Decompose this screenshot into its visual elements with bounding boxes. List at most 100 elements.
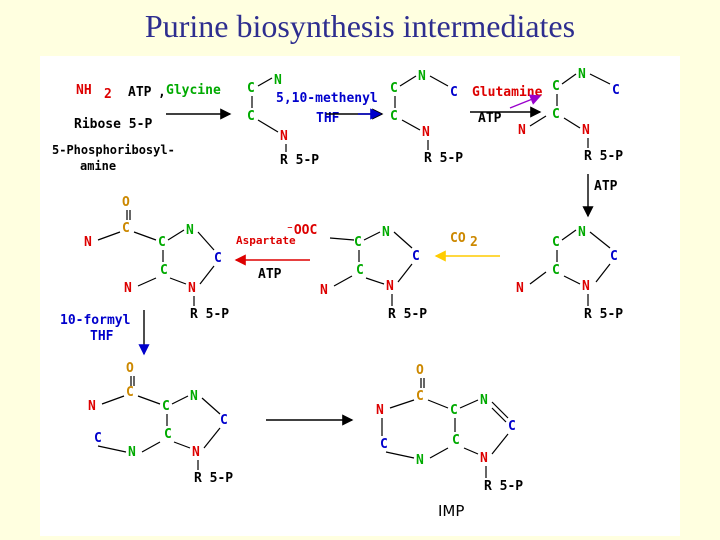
pathway-diagram: NH 2 Ribose 5-P 5-Phosphoribosyl- amine …: [52, 67, 623, 520]
step2-arrow-group: 5,10-methenyl THF: [276, 91, 384, 126]
atom-n: N: [124, 281, 132, 296]
page-title: Purine biosynthesis intermediates: [144, 8, 576, 44]
step1-atp-label: ATP: [128, 85, 152, 100]
compound-air: C N C C N N R 5-P: [516, 225, 623, 322]
step5-arrow-group: CO 2: [434, 231, 500, 262]
atom-c: C: [94, 431, 102, 446]
atom-c: C: [610, 249, 618, 264]
atom-c: C: [390, 81, 398, 96]
atom-c: C: [354, 235, 362, 250]
compound-imp: O C N C N C C C N N R 5-P IMP: [376, 363, 523, 520]
step1-comma: ,: [158, 85, 166, 100]
atom-n: N: [382, 225, 390, 240]
compound-phosphoribosylamine: NH 2 Ribose 5-P 5-Phosphoribosyl- amine: [52, 83, 175, 173]
step7-formyl-label: 10-formyl: [60, 313, 130, 328]
prpp-name-line1: 5-Phosphoribosyl-: [52, 143, 175, 157]
atom-c: C: [247, 81, 255, 96]
atom-c: C: [612, 83, 620, 98]
r5p-label: R 5-P: [280, 153, 319, 168]
step1-glycine-label: Glycine: [166, 83, 221, 98]
atom-c: C: [390, 109, 398, 124]
atom-n: N: [320, 283, 328, 298]
atom-n: N: [578, 67, 586, 82]
r5p-label: R 5-P: [424, 151, 463, 166]
imp-label: IMP: [438, 502, 464, 520]
atom-n: N: [582, 123, 590, 138]
atom-c: C: [122, 221, 130, 236]
r5p-label: R 5-P: [388, 307, 427, 322]
atom-c: C: [552, 263, 560, 278]
atom-c: C: [356, 263, 364, 278]
atom-c: C: [220, 413, 228, 428]
carboxylate-label: ⁻OOC: [286, 223, 317, 238]
atom-n: N: [190, 389, 198, 404]
step5-co2-subscript: 2: [470, 235, 478, 250]
atom-c: C: [508, 419, 516, 434]
pathway-panel: NH 2 Ribose 5-P 5-Phosphoribosyl- amine …: [40, 56, 680, 536]
atom-n: N: [192, 445, 200, 460]
r5p-label: R 5-P: [190, 307, 229, 322]
atom-c: C: [214, 251, 222, 266]
atom-n: N: [422, 125, 430, 140]
r5p-label: R 5-P: [584, 149, 623, 164]
r5p-label: R 5-P: [584, 307, 623, 322]
atom-n: N: [416, 453, 424, 468]
step2-methenyl-label: 5,10-methenyl: [276, 91, 378, 106]
atom-c: C: [162, 399, 170, 414]
atom-c: C: [380, 437, 388, 452]
r5p-label: R 5-P: [194, 471, 233, 486]
atom-n: N: [578, 225, 586, 240]
step6-atp-label: ATP: [258, 267, 282, 282]
step2-thf-label: THF: [316, 111, 340, 126]
atom-n: N: [386, 279, 394, 294]
step7-arrow-group: 10-formyl THF: [60, 310, 150, 356]
step4-arrow-group: ATP: [582, 174, 618, 218]
step6-arrow-group: Aspartate ATP: [234, 234, 310, 282]
atom-c: C: [416, 389, 424, 404]
atom-n: N: [376, 403, 384, 418]
atom-c: C: [552, 107, 560, 122]
atom-c: C: [452, 433, 460, 448]
step1-arrow-group: ATP , Glycine: [128, 83, 232, 120]
atom-n: N: [480, 393, 488, 408]
atom-n: N: [88, 399, 96, 414]
atom-c: C: [450, 403, 458, 418]
compound-fgar: C N C C N R 5-P: [390, 69, 463, 166]
step4-atp-label: ATP: [594, 179, 618, 194]
compound-gar: C N C N R 5-P: [247, 73, 319, 168]
step3-atp-label: ATP: [478, 111, 502, 126]
step3-glutamine-label: Glutamine: [472, 85, 543, 100]
compound-fgam: C N C C N N R 5-P: [518, 67, 623, 164]
step7-thf-label: THF: [90, 329, 114, 344]
compound-cair: ⁻OOC C N C C N N R 5-P: [286, 223, 427, 322]
atom-c: C: [158, 235, 166, 250]
atom-n: N: [188, 281, 196, 296]
atom-c: C: [160, 263, 168, 278]
atom-o: O: [122, 195, 130, 210]
r5p-label: R 5-P: [484, 479, 523, 494]
atom-n: N: [582, 279, 590, 294]
step6-aspartate-label: Aspartate: [236, 234, 296, 247]
atom-n: N: [280, 129, 288, 144]
atom-n: N: [274, 73, 282, 88]
compound-aicar: O C N C N C C N N R 5-P: [84, 195, 229, 322]
atom-n: N: [516, 281, 524, 296]
atom-n: N: [518, 123, 526, 138]
atom-c: C: [412, 249, 420, 264]
atom-c: C: [126, 385, 134, 400]
atom-n: N: [480, 451, 488, 466]
prpp-name-line2: amine: [80, 159, 116, 173]
atom-c: C: [552, 235, 560, 250]
step3-arrow-group: Glutamine ATP: [470, 85, 543, 126]
step5-co2-label: CO: [450, 231, 466, 246]
atom-c: C: [247, 109, 255, 124]
nh2-label: NH: [76, 83, 92, 98]
compound-faicar: O C N C N C C C N N R 5-P: [88, 361, 233, 486]
atom-n: N: [186, 223, 194, 238]
nh2-subscript: 2: [104, 87, 112, 102]
atom-c: C: [552, 79, 560, 94]
atom-c: C: [164, 427, 172, 442]
atom-n: N: [418, 69, 426, 84]
atom-o: O: [126, 361, 134, 376]
atom-o: O: [416, 363, 424, 378]
